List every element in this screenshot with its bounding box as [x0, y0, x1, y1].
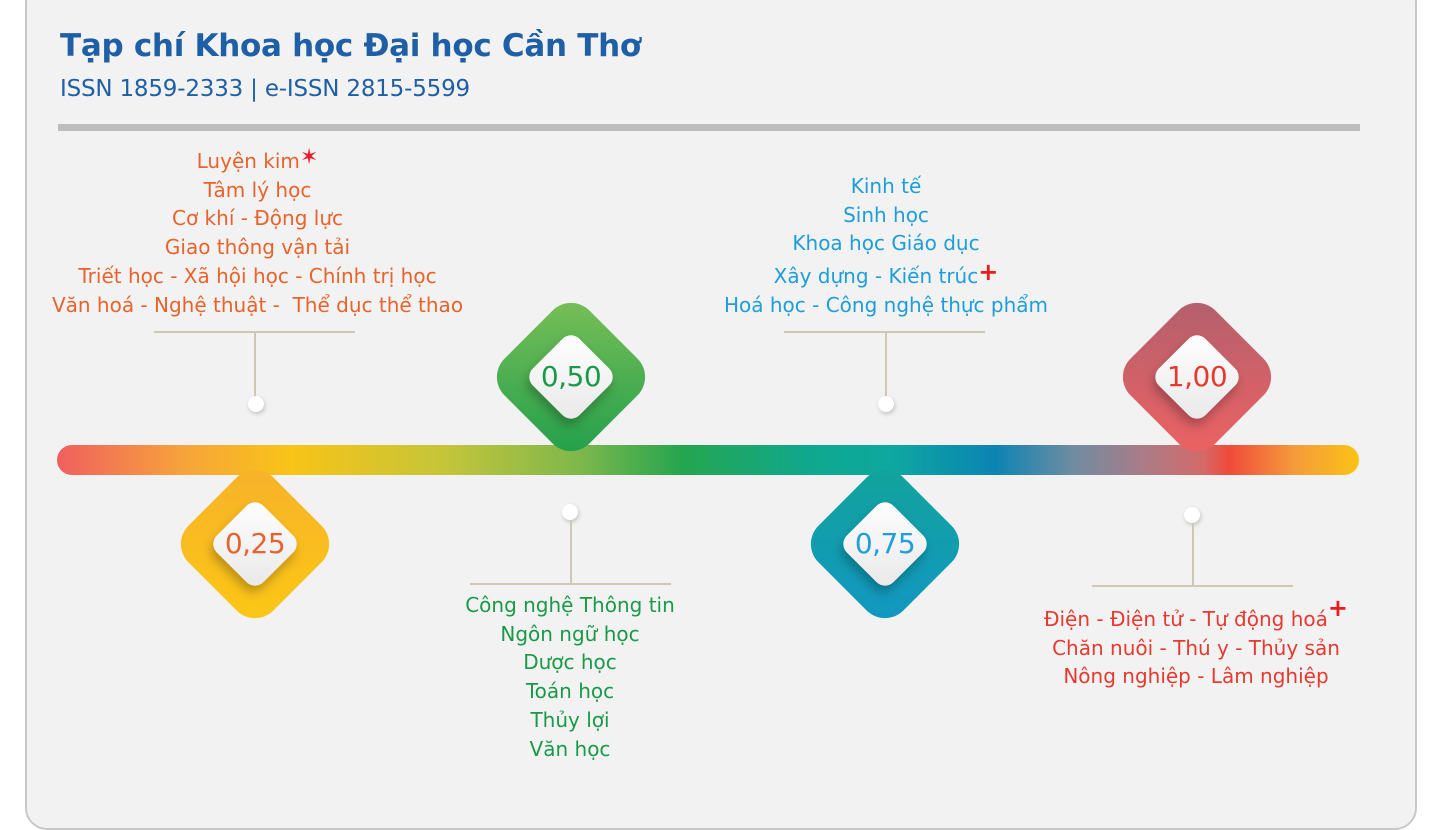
- connector-dot-075: [878, 396, 894, 412]
- field-item: Hoá học - Công nghệ thực phẩm: [723, 292, 1049, 317]
- journal-title: Tạp chí Khoa học Đại học Cần Thơ: [60, 28, 641, 64]
- plus-icon: +: [978, 258, 999, 287]
- field-item: Ngôn ngữ học: [500, 621, 640, 646]
- issn-line: ISSN 1859-2333 | e-ISSN 2815-5599: [60, 76, 470, 102]
- fields-list-050: Công nghệ Thông tin Ngôn ngữ học Dược họ…: [440, 591, 700, 763]
- level-value: 0,75: [854, 527, 916, 560]
- field-item: Giao thông vận tải: [164, 235, 351, 260]
- field-item: Kinh tế: [850, 174, 922, 198]
- connector-stem-025: [254, 331, 256, 397]
- field-item: Cơ khí - Động lực: [172, 206, 343, 231]
- header-divider: [58, 124, 1360, 131]
- gradient-timeline-bar: [57, 445, 1359, 475]
- field-item: Sinh học: [843, 202, 929, 227]
- field-item: Tâm lý học: [203, 177, 312, 202]
- level-value: 0,25: [224, 527, 286, 560]
- level-node-075: 0,75: [800, 459, 970, 629]
- connector-stem-075: [885, 331, 887, 397]
- level-value: 1,00: [1166, 360, 1228, 393]
- field-item: Thủy lợi: [530, 707, 610, 732]
- level-node-100: 1,00: [1112, 292, 1282, 462]
- connector-dot-050: [562, 504, 578, 520]
- field-item: Toán học: [525, 679, 615, 704]
- connector-bar-100: [1092, 585, 1293, 587]
- field-item: Xây dựng - Kiến trúc+: [773, 258, 999, 289]
- fields-list-075: Kinh tế Sinh học Khoa học Giáo dục Xây d…: [700, 172, 1072, 320]
- field-item: Dược học: [523, 650, 617, 675]
- field-item: Khoa học Giáo dục: [792, 231, 980, 256]
- field-item: Nông nghiệp - Lâm nghiệp: [1063, 664, 1329, 689]
- field-item: Điện - Điện tử - Tự động hoá+: [1044, 594, 1348, 631]
- connector-bar-075: [784, 331, 985, 333]
- field-item: Công nghệ Thông tin: [465, 593, 675, 617]
- fields-list-025: Luyện kim✶ Tâm lý học Cơ khí - Động lực …: [30, 144, 485, 319]
- fields-list-100: Điện - Điện tử - Tự động hoá+ Chăn nuôi …: [1020, 594, 1372, 691]
- connector-bar-050: [470, 583, 671, 585]
- level-node-050: 0,50: [486, 292, 656, 462]
- connector-dot-100: [1184, 507, 1200, 523]
- field-item: Văn học: [529, 736, 611, 761]
- connector-dot-025: [248, 396, 264, 412]
- field-item: Luyện kim✶: [196, 145, 319, 173]
- field-item: Chăn nuôi - Thú y - Thủy sản: [1052, 635, 1340, 660]
- connector-stem-100: [1192, 523, 1194, 586]
- plus-icon: +: [1327, 594, 1348, 622]
- connector-stem-050: [570, 520, 572, 584]
- field-item: Triết học - Xã hội học - Chính trị học: [78, 263, 437, 288]
- field-item: Văn hoá - Nghệ thuật - Thể dục thể thao: [51, 292, 464, 317]
- star-icon: ✶: [299, 145, 319, 170]
- level-value: 0,50: [540, 360, 602, 393]
- level-node-025: 0,25: [170, 459, 340, 629]
